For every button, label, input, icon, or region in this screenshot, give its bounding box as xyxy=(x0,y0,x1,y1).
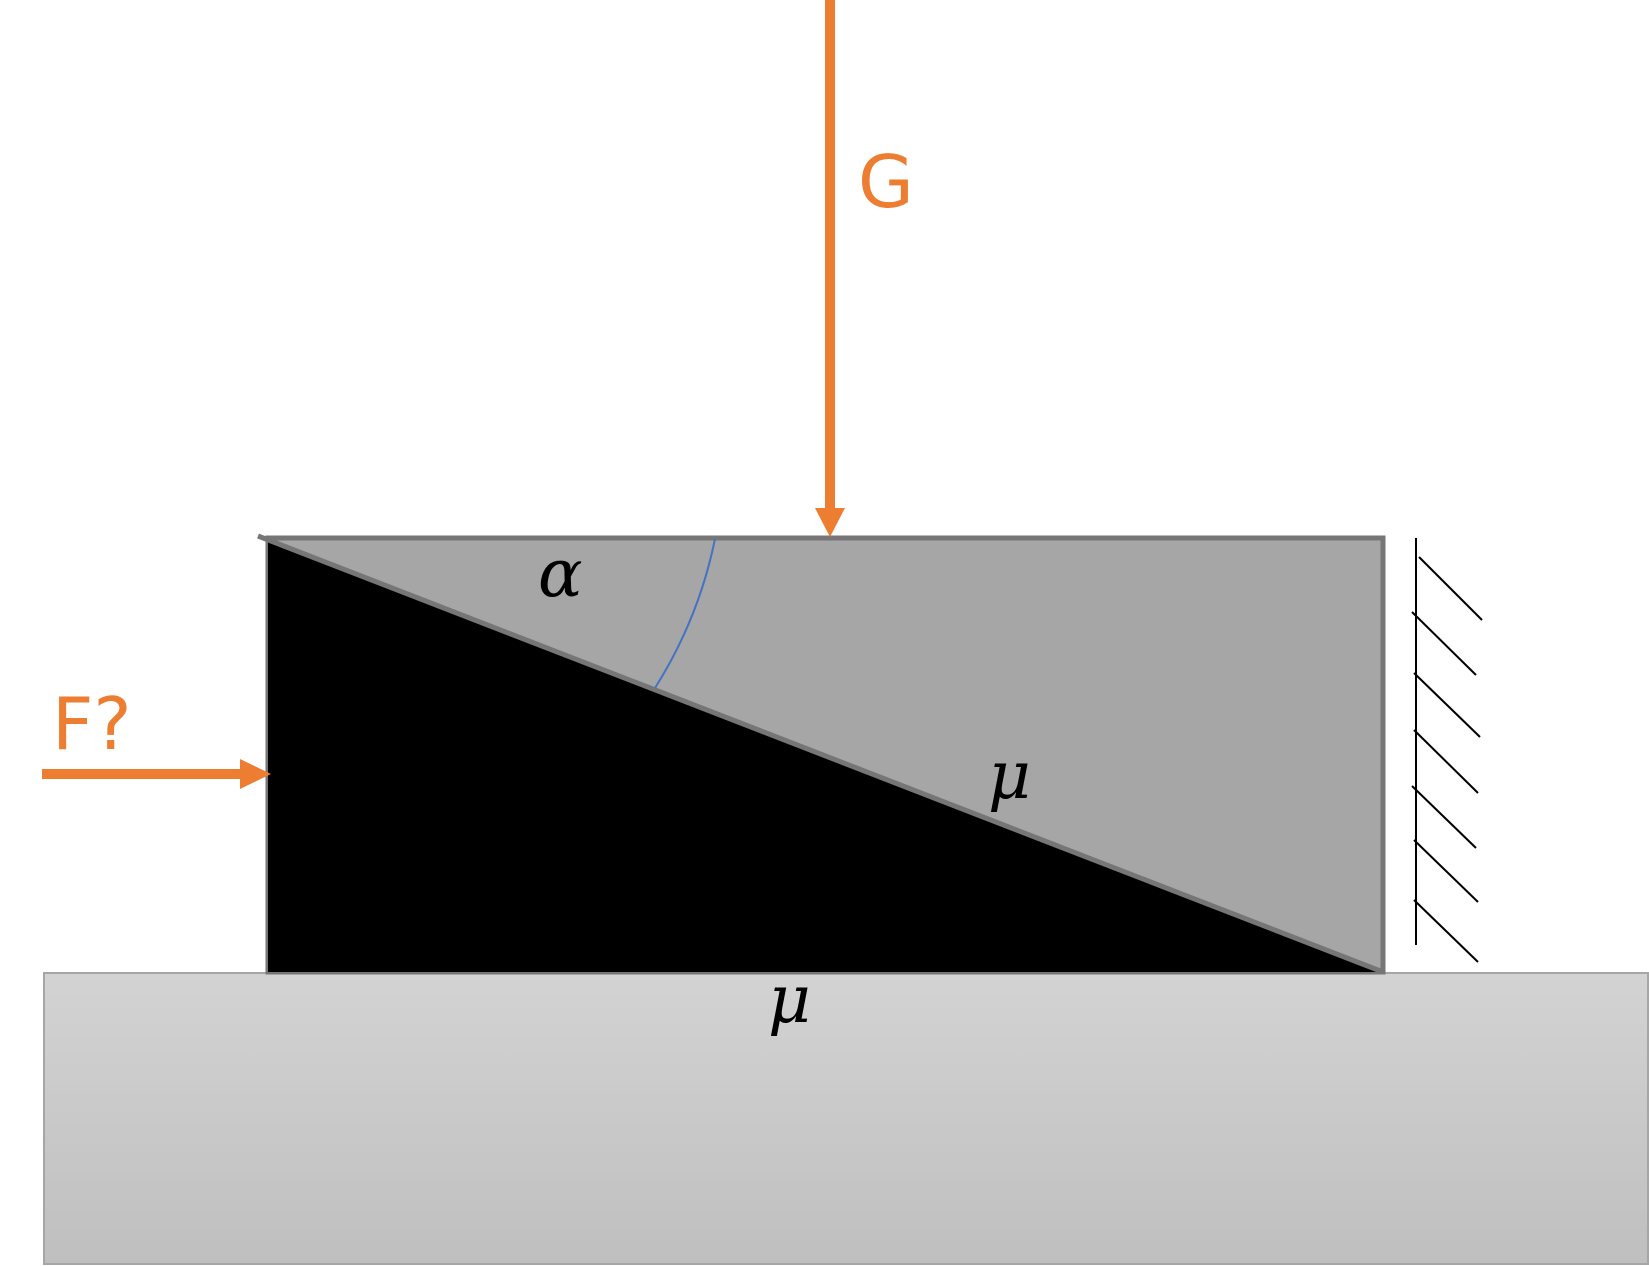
ground-friction-label: μ xyxy=(768,961,811,1038)
incline-friction-label: μ xyxy=(988,737,1031,814)
fixed-wall-hatch-icon xyxy=(1411,538,1483,963)
push-force-arrow xyxy=(42,759,271,789)
wedge-angle-label: α xyxy=(538,535,583,612)
weight-force-label: G xyxy=(858,140,914,224)
angle-arc xyxy=(654,538,716,689)
incline-contact-line xyxy=(257,533,1384,975)
ground-block xyxy=(43,972,1649,1265)
push-force-label: F? xyxy=(52,682,132,766)
weight-force-arrow xyxy=(815,0,845,537)
